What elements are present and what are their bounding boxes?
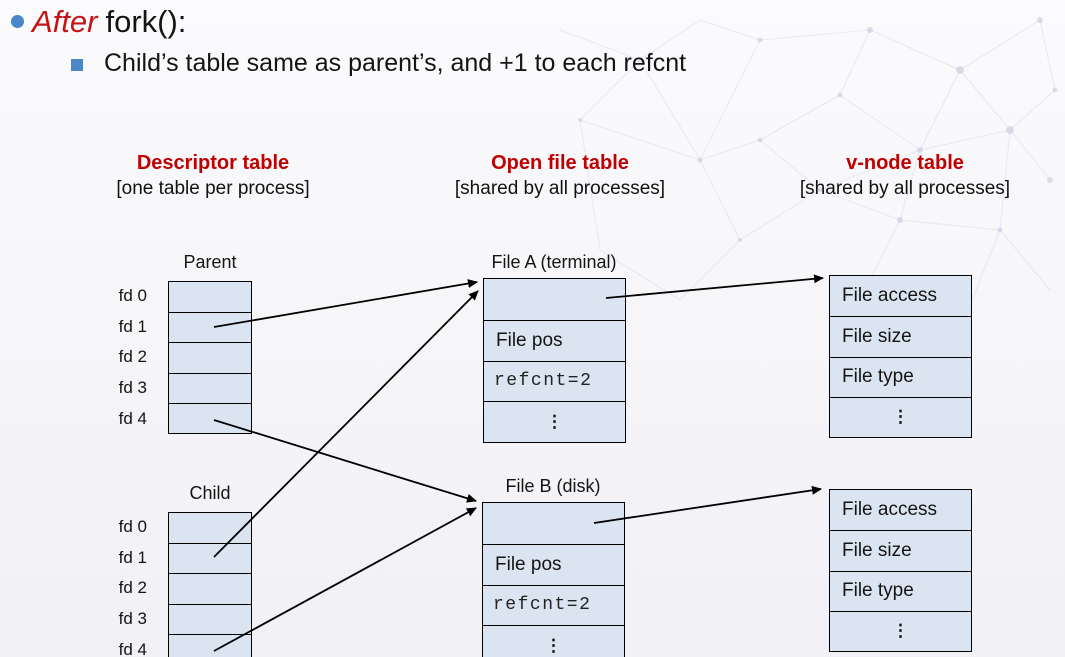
bullet-line-2: Child’s table same as parent’s, and +1 t… (104, 49, 687, 77)
column-title: Descriptor table (136, 152, 290, 174)
fd-label: fd 4 (118, 408, 147, 428)
fd-slot (169, 402, 251, 433)
fd-slot (169, 603, 251, 634)
fd-label: fd 0 (118, 286, 147, 306)
fd-label: fd 3 (118, 609, 147, 629)
file-pos-cell: File pos (484, 319, 625, 361)
file-pos-cell: File pos (483, 543, 624, 585)
column-subtitle: [shared by all processes] (454, 178, 666, 199)
fd-label: fd 3 (118, 378, 147, 398)
file-entry-pointer-cell (483, 503, 624, 544)
column-title: v-node table (846, 152, 964, 174)
refcnt-cell: refcnt=2 (484, 360, 625, 402)
vnode-table-a: File access File size File type ⋮ (829, 275, 972, 438)
file-b-title: File B (disk) (505, 476, 601, 496)
column-subtitle: [one table per process] (116, 178, 310, 199)
sub-bullet-square-icon (71, 59, 83, 71)
ellipsis-cell: ⋮ (484, 401, 625, 442)
child-table-title: Child (189, 483, 231, 503)
fd-slot (169, 372, 251, 403)
bullet-dot-icon (11, 15, 24, 28)
file-type-cell: File type (830, 570, 971, 611)
child-descriptor-table (168, 512, 252, 657)
file-access-cell: File access (842, 285, 938, 307)
column-header-vnode-table: v-node table [shared by all processes] (750, 150, 1060, 202)
file-access-cell: File access (842, 499, 938, 521)
fd-slot (169, 513, 251, 543)
file-a-title: File A (terminal) (491, 252, 617, 272)
bullet1-code: fork(): (105, 4, 187, 39)
fd-label: fd 2 (118, 347, 147, 367)
ellipsis-cell: ⋮ (830, 610, 971, 651)
file-entry-pointer-cell (484, 279, 625, 320)
parent-descriptor-table (168, 281, 252, 434)
refcnt-cell: refcnt=2 (483, 584, 624, 626)
ellipsis-cell: ⋮ (830, 396, 971, 437)
column-title: Open file table (491, 152, 629, 174)
vnode-table-b: File access File size File type ⋮ (829, 489, 972, 652)
file-size-cell: File size (830, 530, 971, 570)
column-subtitle: [shared by all processes] (799, 178, 1011, 199)
fd-label: fd 1 (118, 316, 147, 336)
file-type-cell: File type (830, 356, 971, 397)
column-header-open-file-table: Open file table [shared by all processes… (405, 150, 715, 202)
fd-label: fd 2 (118, 578, 147, 598)
fd-slot (169, 312, 251, 342)
fd-label: fd 0 (118, 517, 147, 537)
fd-slot (169, 543, 251, 573)
ellipsis-cell: ⋮ (483, 625, 624, 657)
fd-label: fd 4 (118, 639, 147, 657)
bullet1-emphasis: After (32, 4, 98, 39)
fd-slot (169, 282, 251, 312)
child-fd-labels: fd 0 fd 1 fd 2 fd 3 fd 4 (100, 512, 158, 657)
fd-slot (169, 573, 251, 603)
file-size-cell: File size (830, 316, 971, 356)
parent-table-title: Parent (183, 252, 237, 272)
column-header-descriptor-table: Descriptor table [one table per process] (58, 150, 368, 202)
file-b-table: File pos refcnt=2 ⋮ (482, 502, 625, 657)
file-a-table: File pos refcnt=2 ⋮ (483, 278, 626, 443)
fd-slot (169, 342, 251, 372)
fd-slot (169, 633, 251, 657)
parent-fd-labels: fd 0 fd 1 fd 2 fd 3 fd 4 (100, 281, 158, 434)
fd-label: fd 1 (118, 547, 147, 567)
